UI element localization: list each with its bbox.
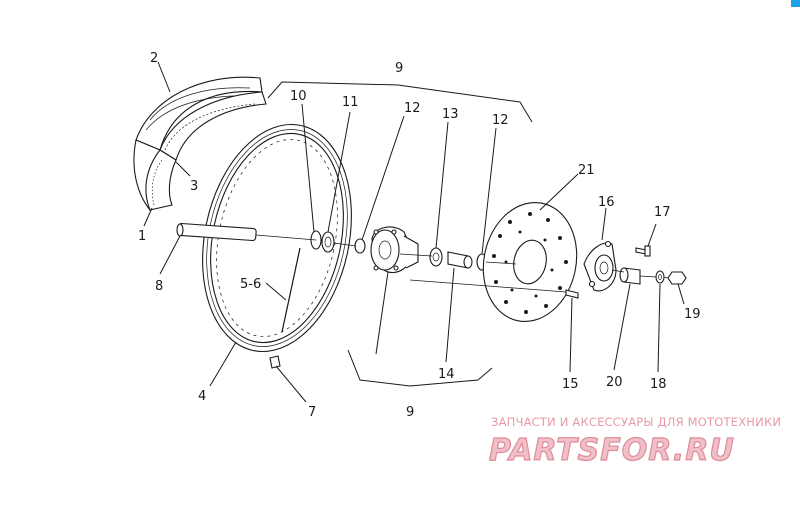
callout-5-6: 5-6 <box>240 277 261 292</box>
callout-10: 10 <box>290 89 307 104</box>
watermark-brand: PARTSFOR.RU <box>489 433 735 468</box>
bolt-15-part <box>565 289 579 299</box>
bracket-bottom-9 <box>347 349 493 387</box>
bush-20-part <box>619 267 641 285</box>
watermark: ЗАПЧАСТИ И АКСЕССУАРЫ ДЛЯ МОТОТЕХНИКИ PA… <box>488 415 781 469</box>
callout-13: 13 <box>442 107 459 122</box>
nut-19-part <box>667 271 687 285</box>
spacer-left-part <box>354 238 366 254</box>
callout-2: 2 <box>150 51 158 66</box>
callout-17: 17 <box>654 205 671 220</box>
callout-3: 3 <box>190 179 198 194</box>
callout-9-top: 9 <box>395 61 403 76</box>
callout-8: 8 <box>155 279 163 294</box>
axle-part <box>176 222 257 242</box>
inner-tube-part <box>145 91 267 211</box>
callout-12-left: 12 <box>404 101 421 116</box>
callout-15: 15 <box>562 377 579 392</box>
carrier-part <box>583 240 617 292</box>
callout-18: 18 <box>650 377 667 392</box>
callout-4: 4 <box>198 389 206 404</box>
callout-labels: 2 3 1 8 5-6 4 7 9 10 11 12 13 12 14 9 21… <box>138 51 701 420</box>
hub-part <box>370 226 419 274</box>
callout-12-right: 12 <box>492 113 509 128</box>
rim-part <box>202 123 352 353</box>
brake-disc-part <box>482 201 578 323</box>
callout-16: 16 <box>598 195 615 210</box>
corner-accent <box>791 0 800 7</box>
callout-11: 11 <box>342 95 359 110</box>
callout-21: 21 <box>578 163 595 178</box>
spoke-part <box>281 247 301 333</box>
callout-1: 1 <box>138 229 146 244</box>
callout-9-bottom: 9 <box>406 405 414 420</box>
washer-18-part <box>655 270 665 284</box>
bearing-part <box>429 247 443 267</box>
watermark-tagline: ЗАПЧАСТИ И АКСЕССУАРЫ ДЛЯ МОТОТЕХНИКИ <box>491 415 781 429</box>
callout-20: 20 <box>606 375 623 390</box>
leader-lines <box>143 61 685 403</box>
callout-7: 7 <box>308 405 316 420</box>
bracket-top-9 <box>267 81 533 123</box>
bolt-17-part <box>635 245 651 257</box>
callout-19: 19 <box>684 307 701 322</box>
assembly-lines <box>255 234 669 293</box>
callout-14: 14 <box>438 367 455 382</box>
valve-part <box>269 355 281 369</box>
spacer-tube-part <box>447 251 473 269</box>
